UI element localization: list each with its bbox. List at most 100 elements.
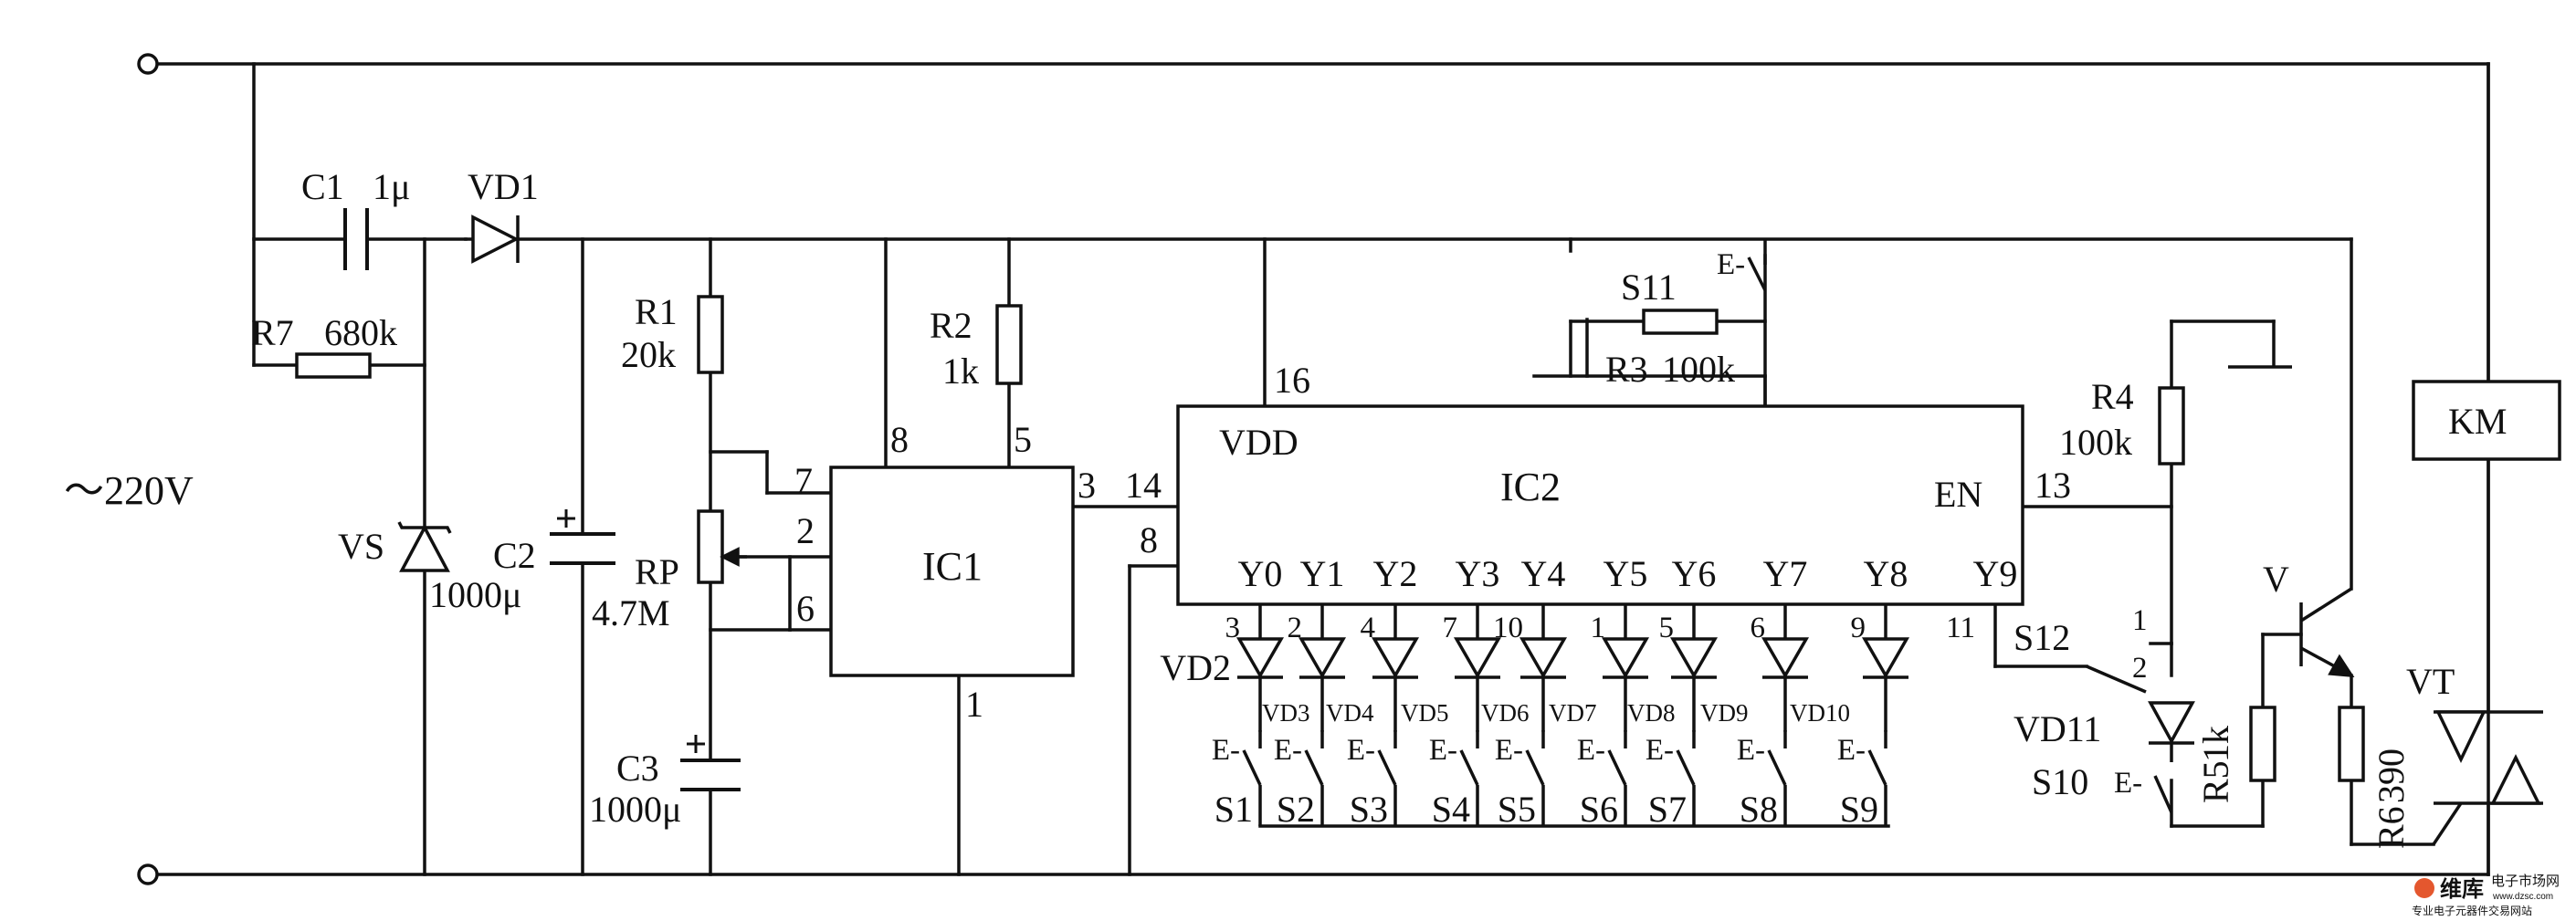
capacitor-c3 — [680, 735, 741, 791]
km-label: KM — [2448, 401, 2507, 442]
r5-label: R5 — [2195, 760, 2236, 803]
r2-label: R2 — [930, 305, 973, 346]
switch-label-s8: S8 — [1740, 789, 1778, 830]
ic2-output-y8: Y8 — [1864, 553, 1908, 594]
switch-label-s2: S2 — [1277, 789, 1315, 830]
switch-label-s5: S5 — [1498, 789, 1536, 830]
vt-label: VT — [2406, 661, 2455, 702]
ic2-output-y2: Y2 — [1373, 553, 1418, 594]
watermark-logo: 维库 电子市场网 www.dzsc.com 专业电子元器件交易网站 — [2412, 874, 2560, 917]
ic2-output-pin-9: 9 — [1851, 612, 1866, 644]
switch-label-s9: S9 — [1840, 789, 1878, 830]
outputs-labels: Y03VD2S1Y12VD3S2Y24VD4S3Y37VD5S4Y410VD6S… — [1160, 553, 2017, 830]
switch-label-s3: S3 — [1350, 789, 1388, 830]
r4-value: 100k — [2059, 422, 2132, 463]
diode-label-vd6: VD6 — [1481, 699, 1530, 727]
diode-label-vd8: VD8 — [1627, 699, 1676, 727]
ic1-pin-5: 5 — [1014, 419, 1032, 460]
switch-s10 — [2153, 743, 2173, 813]
switch-label-s7: S7 — [1648, 789, 1687, 830]
c3-label: C3 — [616, 748, 659, 789]
r5-value: 1k — [2195, 726, 2236, 762]
s11-label: S11 — [1621, 267, 1677, 308]
zener-vs — [397, 521, 452, 572]
r1-label: R1 — [635, 291, 678, 332]
vd1-label: VD1 — [468, 166, 539, 207]
diode-vd1 — [471, 215, 520, 264]
c1-label: C1 — [301, 166, 344, 207]
ic1-pin-1: 1 — [965, 684, 983, 725]
output-diodes — [1235, 637, 1910, 679]
vs-label: VS — [338, 526, 384, 567]
vd11-label: VD11 — [2013, 708, 2101, 749]
diode-label-vd9: VD9 — [1700, 699, 1749, 727]
diode-label-vd4: VD4 — [1326, 699, 1374, 727]
switch-marker-s4: E- — [1429, 734, 1457, 767]
switch-marker-s8: E- — [1737, 734, 1765, 767]
relay-km — [2412, 380, 2561, 461]
r7-label: R7 — [251, 312, 294, 353]
r2-value: 1k — [942, 351, 979, 392]
ic2-output-y4: Y4 — [1521, 553, 1566, 594]
switch-markers: E-E-E-E-E-E-E-E-E- — [1212, 734, 1866, 767]
ic2-output-y3: Y3 — [1456, 553, 1500, 594]
mains-terminal-bottom — [137, 863, 159, 885]
ic2-output-pin-5: 5 — [1659, 612, 1675, 644]
output-switches — [1242, 730, 1887, 826]
r3-label: R3 — [1605, 349, 1648, 390]
watermark-site: 电子市场网 — [2491, 874, 2560, 889]
capacitor-c2 — [550, 509, 615, 565]
s12-label: S12 — [2013, 617, 2070, 658]
watermark-brand: 维库 — [2440, 876, 2484, 902]
switch-s11 — [1747, 239, 1767, 291]
c2-label: C2 — [493, 535, 536, 576]
ic2-output-pin-10: 10 — [1493, 612, 1523, 644]
ic2-output-pin-6: 6 — [1751, 612, 1766, 644]
diode-label-vd2: VD2 — [1160, 647, 1231, 688]
r6-value: 390 — [2371, 748, 2412, 803]
diode-label-vd10: VD10 — [1790, 699, 1850, 727]
ic1-pin-6: 6 — [796, 588, 815, 629]
switch-label-s6: S6 — [1580, 789, 1618, 830]
s12-lever — [2086, 665, 2147, 694]
switch-marker-s6: E- — [1577, 734, 1605, 767]
s10-marker: E- — [2114, 767, 2142, 800]
switch-marker-s3: E- — [1347, 734, 1375, 767]
diode-vd11 — [2148, 701, 2195, 745]
triac-vt — [2432, 710, 2543, 845]
ic2-output-y9: Y9 — [1973, 553, 2018, 594]
ic2-label: IC2 — [1500, 465, 1561, 509]
resistor-r5 — [2249, 706, 2276, 782]
r4-label: R4 — [2091, 376, 2134, 417]
diode-label-vd7: VD7 — [1549, 699, 1597, 727]
resistor-r1 — [697, 295, 724, 374]
rp-value: 4.7M — [592, 592, 670, 633]
diode-label-vd3: VD3 — [1262, 699, 1310, 727]
resistor-r6 — [2338, 706, 2365, 782]
ic2-pin-13: 13 — [2035, 465, 2071, 506]
switch-marker-s7: E- — [1645, 734, 1674, 767]
ic2-output-pin-3: 3 — [1225, 612, 1241, 644]
s10-label: S10 — [2032, 761, 2088, 802]
rp-wiper-icon — [720, 547, 747, 567]
ic2-en-label: EN — [1934, 474, 1982, 515]
ic2-output-y1: Y1 — [1300, 553, 1345, 594]
s12-pin-2: 2 — [2132, 652, 2148, 685]
c3-value: 1000μ — [589, 789, 681, 830]
switch-marker-s5: E- — [1495, 734, 1523, 767]
switch-marker-s1: E- — [1212, 734, 1240, 767]
switch-marker-s2: E- — [1274, 734, 1302, 767]
c1-value: 1μ — [373, 166, 410, 207]
ic2-output-y5: Y5 — [1603, 553, 1648, 594]
supply-label: ～220V — [64, 468, 194, 513]
s12-pin-1: 1 — [2132, 604, 2148, 637]
ic2-output-y0: Y0 — [1238, 553, 1283, 594]
ic2-vdd-label: VDD — [1219, 422, 1299, 463]
ic1-pin-2: 2 — [796, 510, 815, 551]
s11-marker: E- — [1717, 248, 1745, 281]
ic2-output-y6: Y6 — [1672, 553, 1717, 594]
potentiometer-rp — [697, 509, 724, 584]
switch-label-s4: S4 — [1432, 789, 1470, 830]
ic1-chip — [829, 466, 1075, 677]
